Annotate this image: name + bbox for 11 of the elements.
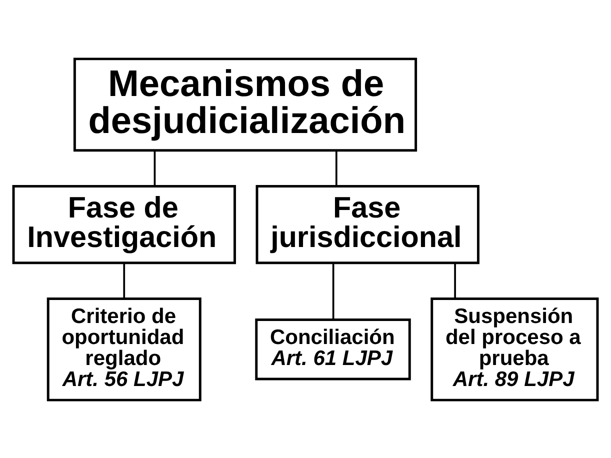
node-box: Suspensión del proceso a prueba Art. 89 LJPJ: [430, 296, 599, 401]
connector: [154, 150, 156, 186]
connector: [123, 262, 126, 298]
node-box: Criterio de oportunidad reglado Art. 56 LJPJ: [46, 296, 202, 401]
node-box: Fase jurisdiccional: [256, 184, 480, 264]
node-box: Conciliación Art. 61 LJPJ: [255, 318, 411, 380]
connector: [332, 262, 334, 320]
connector: [454, 262, 456, 298]
node-box: Fase de Investigación: [12, 184, 236, 264]
node-box: Mecanismos de desjudicialización: [73, 57, 418, 152]
connector: [335, 150, 338, 186]
